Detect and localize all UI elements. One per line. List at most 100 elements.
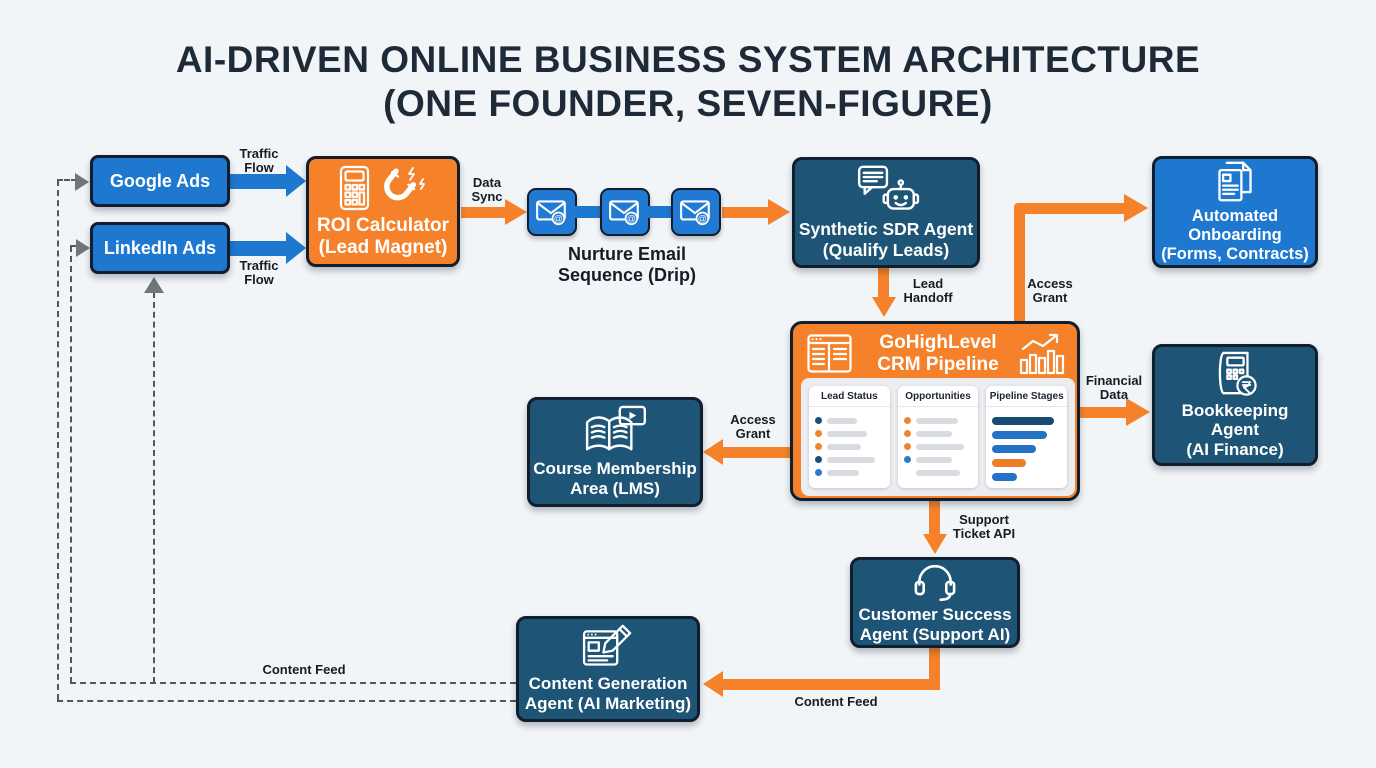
svg-text:@: @	[627, 214, 636, 224]
placeholder-bar	[915, 456, 952, 463]
svg-text:@: @	[554, 214, 563, 224]
crm-card-row	[815, 417, 884, 424]
edge-label-traffic-flow-linkedin: Traffic Flow	[239, 258, 279, 287]
page-pencil-icon	[581, 624, 635, 670]
arrow-customer-to-content	[929, 648, 940, 690]
status-dot	[815, 469, 822, 476]
bookkeeping-label-line3: (AI Finance)	[1186, 439, 1284, 459]
status-dot	[815, 443, 822, 450]
arrow-emails-to-sdr	[722, 207, 770, 218]
email-connector	[575, 206, 602, 218]
edge-label-access-grant-onboarding: Access Grant	[1027, 276, 1073, 305]
email-node-1: @	[527, 188, 577, 236]
crm-card-row	[815, 456, 884, 463]
arrow-sdr-to-crm	[878, 268, 889, 298]
arrow-crm-to-course	[721, 447, 790, 458]
arrow-google-to-roi	[230, 174, 288, 189]
bookkeeping-label-line2: Agent	[1210, 420, 1260, 440]
pipeline-stage-bar	[992, 473, 1018, 481]
crm-card-row	[815, 430, 884, 437]
email-node-2: @	[600, 188, 650, 236]
placeholder-bar	[827, 469, 859, 476]
arrow-crm-to-onboarding	[1014, 206, 1025, 322]
feedback-loop-line	[153, 292, 155, 683]
placeholder-bar	[827, 456, 875, 463]
crm-table-icon	[807, 334, 852, 373]
edge-label-content-feed-loop: Content Feed	[262, 662, 346, 677]
customer-success-label-line1: Customer Success	[858, 604, 1012, 624]
node-customer-success: Customer Success Agent (Support AI)	[850, 557, 1020, 648]
status-dot	[903, 430, 911, 437]
sdr-label-line2: (Qualify Leads)	[822, 239, 950, 260]
arrowhead-sdr-to-crm	[872, 297, 896, 317]
crm-card-row	[815, 443, 884, 450]
arrowhead-to-linkedin-bottom	[144, 277, 164, 293]
edge-label-lead-handoff: Lead Handoff	[903, 276, 953, 305]
arrowhead-to-google-ads	[75, 173, 89, 191]
feedback-loop-line	[70, 245, 78, 247]
calculator-magnet-icon	[339, 165, 427, 211]
edge-label-access-grant-course: Access Grant	[730, 412, 776, 441]
crm-card-opportunities: Opportunities	[897, 386, 979, 488]
edge-label-data-sync: Data Sync	[471, 175, 503, 204]
crm-title: GoHighLevel CRM Pipeline	[877, 332, 999, 375]
arrow-roi-to-emails	[461, 207, 507, 218]
status-dot	[815, 417, 822, 424]
node-sdr-agent: Synthetic SDR Agent (Qualify Leads)	[792, 157, 980, 268]
pipeline-stage-bar	[992, 417, 1055, 425]
crm-card-row	[903, 456, 973, 463]
arrow-crm-to-bookkeeping	[1080, 407, 1128, 418]
crm-panel: Lead Status Opportunities Pipeline Stage…	[801, 378, 1075, 496]
arrowhead-roi-to-emails	[505, 199, 527, 225]
ledger-coin-icon	[1211, 351, 1259, 397]
onboarding-label-line2: Onboarding	[1188, 225, 1282, 244]
node-content-agent: Content Generation Agent (AI Marketing)	[516, 616, 700, 722]
arrow-customer-to-content	[723, 679, 940, 690]
placeholder-bar	[915, 417, 958, 424]
bookkeeping-label-line1: Bookkeeping	[1181, 400, 1289, 420]
content-agent-label-line2: Agent (AI Marketing)	[524, 694, 692, 713]
crm-card-pipeline-stages: Pipeline Stages	[986, 386, 1068, 488]
email-at-icon: @	[609, 200, 639, 226]
pipeline-stage-bar	[992, 431, 1048, 439]
feedback-loop-line	[57, 180, 59, 700]
feedback-loop-line	[57, 179, 77, 181]
headset-icon	[910, 561, 960, 601]
email-at-icon: @	[680, 200, 710, 226]
nurture-email-label: Nurture Email Sequence (Drip)	[557, 244, 697, 285]
roi-label-line1: ROI Calculator	[317, 214, 449, 236]
onboarding-label-line1: Automated	[1191, 206, 1279, 225]
course-label-line1: Course Membership	[533, 459, 697, 478]
edge-label-support-ticket-api: Support Ticket API	[952, 512, 1016, 541]
node-automated-onboarding: Automated Onboarding (Forms, Contracts)	[1152, 156, 1318, 268]
content-agent-label-line1: Content Generation	[528, 674, 688, 693]
edge-label-traffic-flow-google: Traffic Flow	[239, 146, 279, 175]
arrow-linkedin-to-roi	[230, 241, 288, 256]
page-title-line1: AI-DRIVEN ONLINE BUSINESS SYSTEM ARCHITE…	[175, 39, 1201, 80]
placeholder-bar	[915, 443, 964, 450]
node-bookkeeping-agent: Bookkeeping Agent (AI Finance)	[1152, 344, 1318, 466]
placeholder-bar	[827, 430, 867, 437]
node-linkedin-ads: LinkedIn Ads	[90, 222, 230, 274]
pipeline-stage-bar	[992, 459, 1027, 467]
status-dot	[903, 417, 911, 424]
feedback-loop-line	[70, 682, 516, 684]
arrowhead-crm-to-course	[703, 439, 723, 465]
chat-robot-icon	[849, 165, 923, 215]
crm-card-row	[903, 443, 973, 450]
placeholder-bar	[915, 469, 960, 476]
arrowhead-linkedin-to-roi	[286, 232, 306, 264]
arrow-crm-to-customer-success	[929, 501, 940, 535]
crm-card-lead-status: Lead Status	[809, 386, 890, 488]
status-dot	[903, 443, 911, 450]
onboarding-label-line3: (Forms, Contracts)	[1161, 244, 1309, 263]
placeholder-bar	[827, 443, 861, 450]
google-ads-label: Google Ads	[109, 170, 211, 191]
course-label-line2: Area (LMS)	[570, 479, 660, 498]
status-dot	[815, 456, 822, 463]
documents-icon	[1212, 161, 1258, 203]
crm-card-row	[815, 469, 884, 476]
node-google-ads: Google Ads	[90, 155, 230, 207]
email-node-3: @	[671, 188, 721, 236]
